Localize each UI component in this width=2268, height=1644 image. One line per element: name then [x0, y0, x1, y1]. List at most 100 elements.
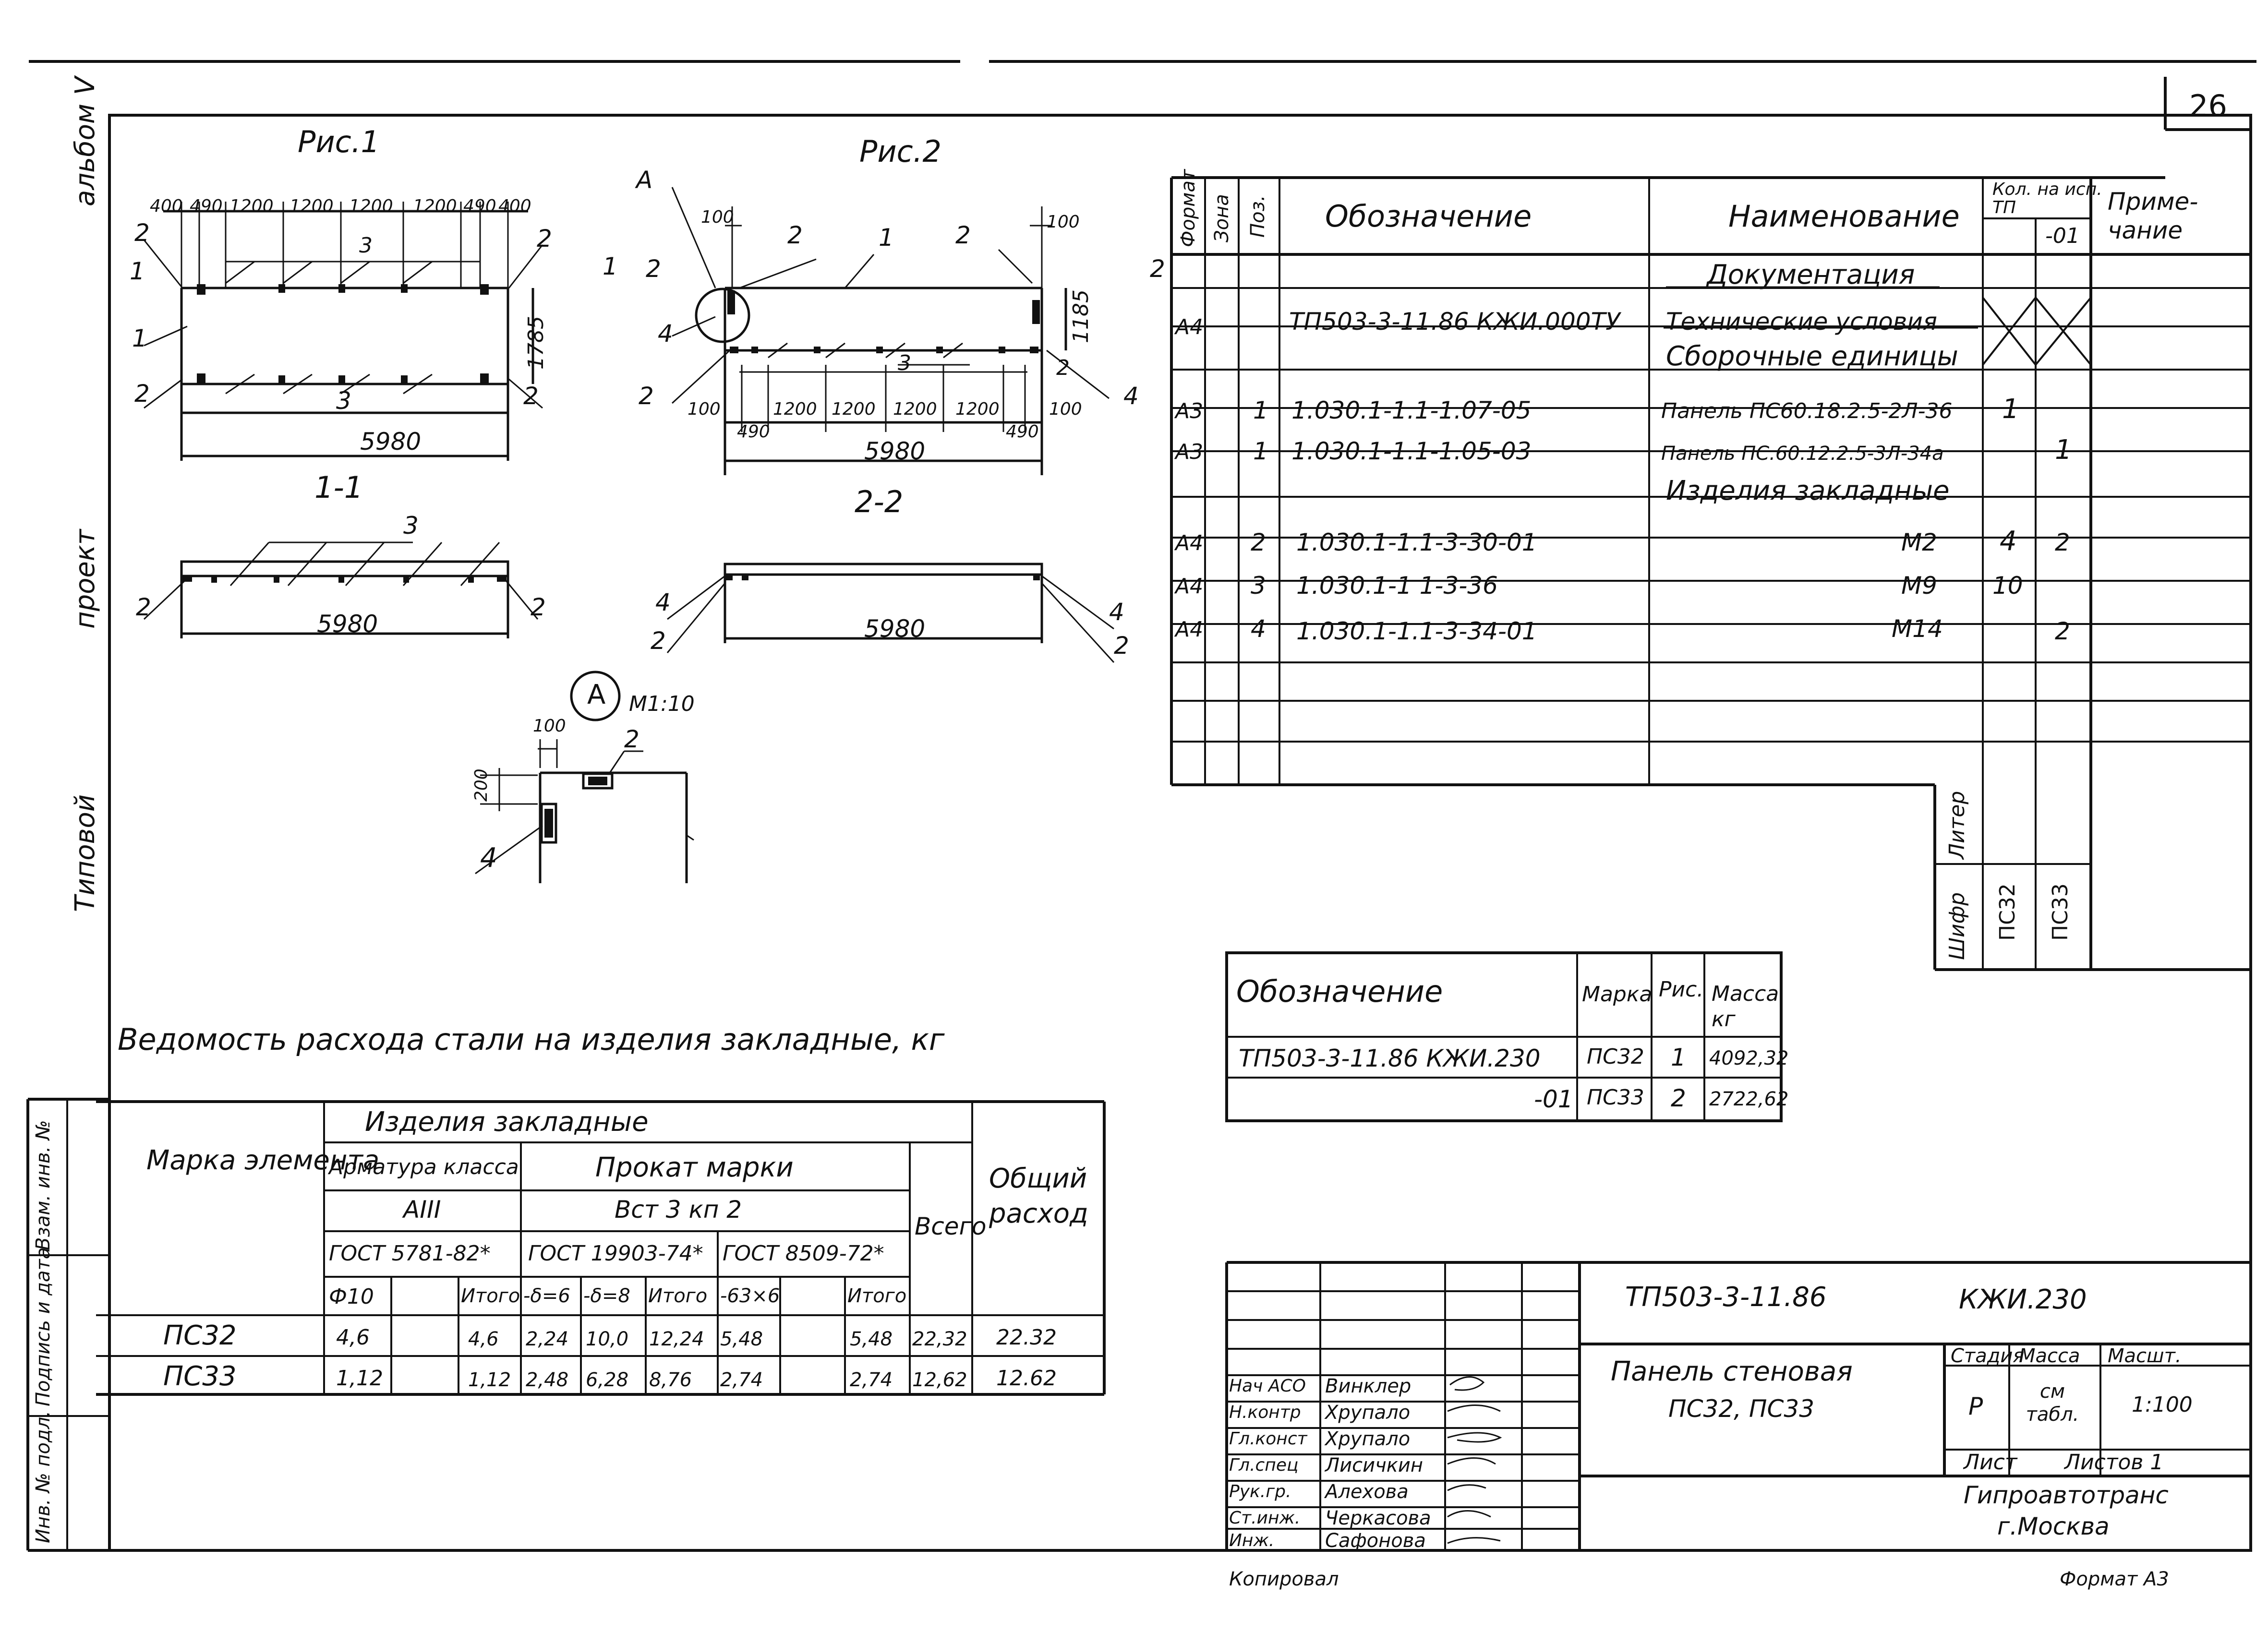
page-number: 26 [2189, 88, 2227, 123]
fig1-pos-2c: 2 [134, 380, 150, 408]
fig1-pos-1: 1 [132, 324, 147, 352]
steel-sub: Ф10 [329, 1284, 374, 1309]
spec-row-pos: 1 [1253, 396, 1268, 424]
fig2-dim-bottom-3: 1200 [773, 399, 817, 419]
fig2-pos-1: 1 [879, 224, 894, 252]
fig1-dim-top-6: 1200 [413, 196, 457, 216]
steel-row-general: 22.32 [996, 1325, 1057, 1350]
fig2-pos-2b: 2 [955, 221, 971, 249]
spec-row-format: А4 [1175, 315, 1204, 339]
mass-row-designation: ТП503-3-11.86 КЖИ.230 [1239, 1044, 1541, 1072]
sec1-length: 5980 [317, 610, 378, 638]
fig2-length: 5980 [864, 437, 926, 465]
tb-person-role: Нач АСО [1229, 1376, 1306, 1396]
mass-row-fig: 2 [1671, 1084, 1686, 1112]
spec-row-q2: 1 [2055, 434, 2072, 466]
mass-row-mass: 4092,32 [1709, 1047, 1789, 1069]
steel-h-rolled-grade: Вст 3 кп 2 [615, 1196, 742, 1224]
steel-h-rolled: Прокат марки [595, 1152, 794, 1183]
fig2-dim-bottom-4: 1200 [832, 399, 876, 419]
fig2-section-label: 2-2 [855, 484, 904, 519]
steel-row-value: 2,74 [720, 1369, 763, 1391]
fig2-cut-right: 2 [1150, 255, 1165, 283]
spec-h-qty: Кол. на исп. [1992, 180, 2102, 199]
detail-a-label: A [587, 679, 606, 710]
detail-a-scale: М1:10 [629, 692, 695, 716]
tb-person-role: Рук.гр. [1229, 1482, 1291, 1501]
tb-person-role: Инж. [1229, 1531, 1275, 1550]
fig2-pos-2d: 2 [1056, 356, 1070, 380]
steel-sub: -63×6 [720, 1285, 780, 1307]
spec-row-q1: 4 [2000, 526, 2017, 557]
tb-mass: см табл. [2026, 1380, 2079, 1426]
spec-row-q1: 10 [1992, 572, 2023, 600]
fig2-callout-a: A [636, 166, 653, 194]
spec-row-format: А4 [1175, 617, 1204, 642]
steel-h-rebar-class: АIII [403, 1196, 441, 1224]
tb-person-role: Н.контр [1229, 1403, 1301, 1422]
fig2-dim-bottom-5: 1200 [893, 399, 937, 419]
spec-row-format: А4 [1175, 574, 1204, 599]
tb-person-role: Гл.спец [1229, 1455, 1299, 1475]
fig2-pos-3: 3 [898, 351, 911, 375]
steel-row-value: 1,12 [468, 1369, 511, 1391]
spec-h-note: Приме-чание [2108, 188, 2198, 244]
fig1-dim-top-4: 1200 [290, 196, 334, 216]
steel-h-rebar-gost: ГОСТ 5781-82* [329, 1241, 491, 1266]
spec-row-format: А3 [1175, 440, 1204, 464]
spec-row-pos: 2 [1251, 528, 1266, 556]
spec-section-docs: Документация [1707, 259, 1915, 290]
spec-h-qty-sub2: -01 [2045, 224, 2080, 248]
spec-row-designation: 1.030.1-1.1-1.05-03 [1291, 437, 1532, 465]
spec-row-name: Панель ПС.60.12.2.5-3Л-34а [1661, 443, 1944, 465]
tb-person-name: Черкасова [1325, 1507, 1431, 1529]
tb-person-name: Винклер [1325, 1375, 1411, 1397]
steel-row-value: 4,6 [468, 1328, 499, 1350]
tb-sheet-code: КЖИ.230 [1959, 1284, 2087, 1315]
sec2-pos-4b: 4 [1109, 598, 1124, 626]
fig1-pos-3b: 3 [336, 387, 351, 415]
footer-copied: Копировал [1229, 1568, 1339, 1590]
spec-row-designation: 1.030.1-1 1-3-36 [1296, 572, 1498, 600]
tb-org2: г.Москва [1997, 1512, 2110, 1540]
steel-row-total: 22,32 [912, 1328, 967, 1350]
steel-sub: Итого [461, 1285, 520, 1307]
steel-title: Ведомость расхода стали на изделия закла… [118, 1022, 945, 1057]
sec2-pos-2a: 2 [651, 627, 666, 655]
tb-stage: Р [1968, 1392, 1983, 1420]
sec2-pos-2b: 2 [1114, 632, 1129, 660]
detail-pos-4: 4 [480, 842, 497, 874]
fig2-dim-bottom-2: 490 [737, 422, 770, 442]
steel-row-value: 8,76 [649, 1369, 692, 1391]
steel-row-value: 10,0 [586, 1328, 629, 1350]
steel-h-gost2: ГОСТ 8509-72* [723, 1241, 884, 1266]
steel-row-total: 12,62 [912, 1369, 967, 1391]
spec-row-designation: 1.030.1-1.1-3-30-01 [1296, 528, 1537, 556]
mass-row-mark: ПС33 [1587, 1085, 1644, 1110]
spec-row-pos: 1 [1253, 437, 1268, 465]
steel-row-value: 1,12 [336, 1366, 383, 1391]
tb-person-name: Сафонова [1325, 1530, 1426, 1552]
tb-org1: Гипроавтотранс [1964, 1481, 2169, 1509]
spec-row-name: М2 [1901, 528, 1937, 556]
footer-format: Формат А3 [2060, 1568, 2169, 1590]
tb-person-name: Хрупало [1325, 1402, 1411, 1424]
tb-scale: 1:100 [2132, 1392, 2193, 1417]
mass-h-mass: Масса кг [1712, 982, 1779, 1032]
spec-row-q2: 2 [2055, 617, 2070, 645]
fig1-section-label: 1-1 [314, 470, 363, 505]
spec-row-format: А3 [1175, 399, 1204, 423]
steel-h-items: Изделия закладные [365, 1106, 649, 1138]
steel-sub: Итого [648, 1285, 708, 1307]
mass-row-fig: 1 [1671, 1044, 1686, 1071]
fig1-pos-3a: 3 [359, 233, 373, 258]
steel-row-mark: ПС32 [163, 1320, 237, 1351]
steel-h-total: Всего [915, 1212, 987, 1240]
fig2-pos-2c: 2 [639, 382, 654, 410]
